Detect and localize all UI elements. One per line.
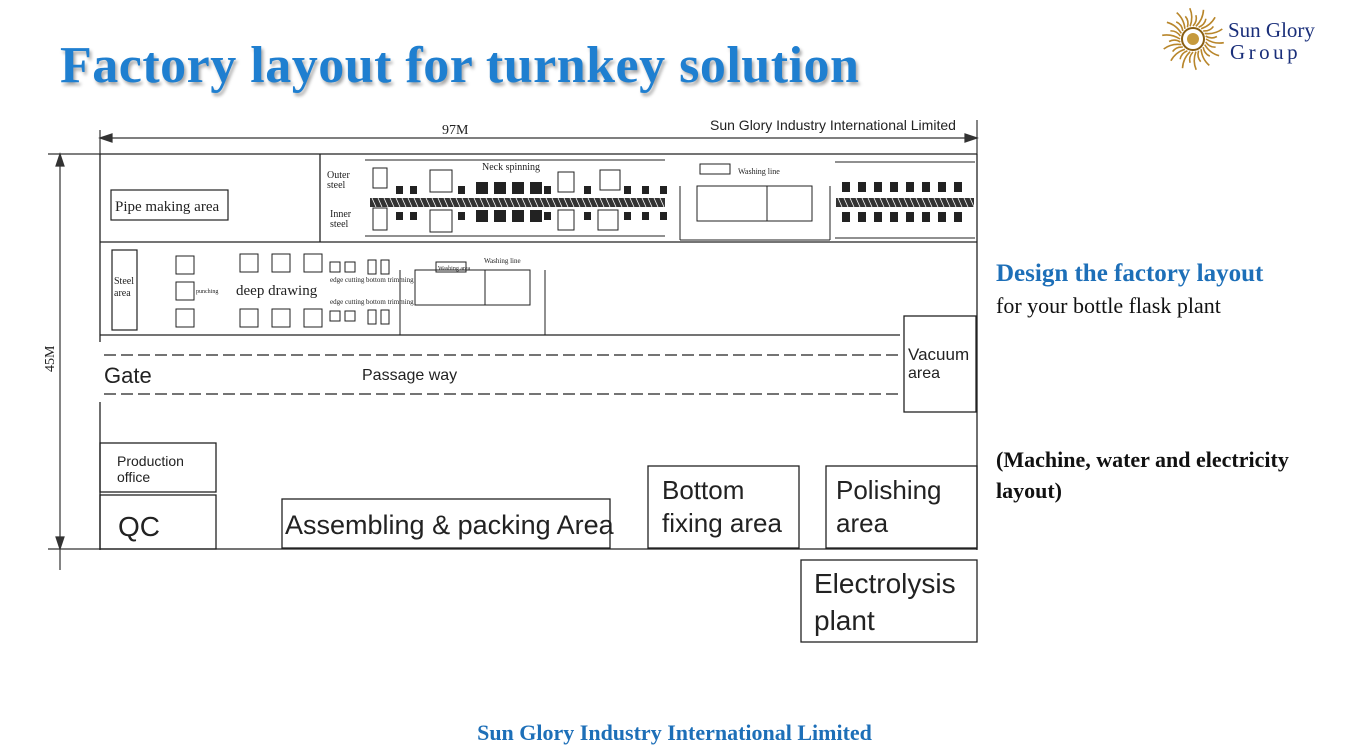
assembling-area-box xyxy=(281,498,611,549)
side-heading: Design the factory layout xyxy=(996,260,1264,287)
electrolysis-plant-label-1: Electrolysis xyxy=(814,568,956,599)
height-dimension-label: 45M xyxy=(43,345,58,372)
edge-cutting-label-top: edge cutting xyxy=(330,276,365,284)
vacuum-area-box xyxy=(903,315,977,413)
washing-line-label-top: Washing line xyxy=(738,167,780,176)
polishing-area-box xyxy=(825,465,978,549)
production-office-label-1: Production xyxy=(117,453,184,469)
bottom-fixing-label-2: fixing area xyxy=(662,508,782,538)
steel-area-label-1: Steel xyxy=(114,276,134,287)
punching-stations xyxy=(175,253,546,335)
bottom-fixing-area-box xyxy=(647,465,800,549)
inner-steel-label-1: Inner xyxy=(330,209,352,220)
gate-label: Gate xyxy=(104,363,152,388)
polishing-area-label-1: Polishing xyxy=(836,475,942,505)
washing-area-tag-top xyxy=(699,163,731,175)
logo-text-line1: Sun Glory xyxy=(1228,18,1315,42)
bottom-trimming-label-bottom: bottom trimming xyxy=(366,298,414,306)
height-dimension xyxy=(48,152,100,570)
width-dimension-label: 97M xyxy=(442,123,469,138)
factory-outline xyxy=(99,153,978,550)
outer-steel-label-1: Outer xyxy=(327,170,350,181)
deep-drawing-label: deep drawing xyxy=(236,283,318,299)
vacuum-area-label-1: Vacuum xyxy=(908,345,969,364)
width-dimension xyxy=(98,120,979,154)
electrolysis-plant-box xyxy=(800,559,978,643)
slide-title: Factory layout for turnkey solution xyxy=(60,37,860,94)
pipe-making-area-label: Pipe making area xyxy=(115,199,219,215)
pipe-line-machinery xyxy=(365,159,975,241)
steel-area-label-2: area xyxy=(114,288,131,299)
footer-company-name: Sun Glory Industry International Limited xyxy=(477,720,872,745)
edge-cutting-label-bottom: edge cutting xyxy=(330,298,365,306)
sun-burst-icon xyxy=(1162,7,1224,71)
vacuum-area-label-2: area xyxy=(908,365,940,382)
bottom-fixing-label-1: Bottom xyxy=(662,475,744,505)
bottom-trimming-label-top: bottom trimming xyxy=(366,276,414,284)
passage-way-label: Passage way xyxy=(362,367,457,384)
washing-line-label-mid: Washing line xyxy=(484,257,521,265)
production-office-box xyxy=(99,442,217,493)
inner-steel-label-2: steel xyxy=(330,219,349,230)
outer-steel-label-2: steel xyxy=(327,180,346,191)
company-label: Sun Glory Industry International Limited xyxy=(710,117,956,133)
company-logo: Sun Glory Group xyxy=(1158,6,1338,72)
side-note: (Machine, water and electricity layout) xyxy=(996,447,1289,503)
pipe-line-stations xyxy=(396,182,962,222)
neck-spinning-label: Neck spinning xyxy=(482,162,540,173)
washing-area-label-mid: Washing area xyxy=(438,266,471,272)
side-subheading: for your bottle flask plant xyxy=(996,293,1221,318)
electrolysis-plant-label-2: plant xyxy=(814,605,875,636)
qc-label: QC xyxy=(118,511,160,542)
assembling-area-label: Assembling & packing Area xyxy=(285,510,615,540)
production-office-label-2: office xyxy=(117,469,150,485)
punching-label-1: punching xyxy=(196,289,218,295)
steel-area-box xyxy=(111,249,138,331)
qc-box xyxy=(99,494,217,550)
pipe-conveyor-right xyxy=(836,198,974,207)
logo-text-line2: Group xyxy=(1230,40,1302,64)
pipe-making-area-box xyxy=(110,189,229,221)
pipe-conveyor-left xyxy=(370,198,665,207)
polishing-area-label-2: area xyxy=(836,508,889,538)
passage-way-lines xyxy=(104,354,900,395)
